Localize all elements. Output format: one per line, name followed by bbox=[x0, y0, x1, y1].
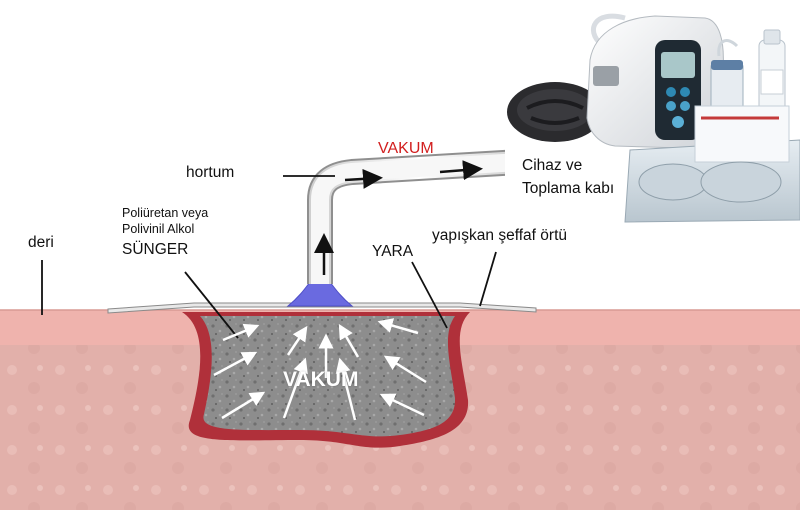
vacuum-arrow bbox=[282, 357, 308, 419]
sunger-title-label: SÜNGER bbox=[122, 241, 189, 258]
vacuum-arrow bbox=[379, 393, 425, 417]
vacuum-arrow bbox=[286, 325, 308, 356]
yapiskan-leader bbox=[479, 251, 497, 307]
vacuum-arrow bbox=[222, 323, 260, 342]
sunger-label-line1: Poliüretan veya bbox=[122, 206, 209, 220]
hortum-label: hortum bbox=[186, 164, 235, 181]
vakum-center-label: VAKUM bbox=[283, 368, 359, 391]
yara-leader bbox=[411, 261, 448, 329]
flow-arrow-right-1 bbox=[344, 168, 383, 189]
deri-label: deri bbox=[28, 234, 54, 251]
npwt-device-photo bbox=[505, 0, 800, 225]
cihaz-label-line1: Cihaz ve bbox=[522, 157, 583, 174]
vacuum-arrow bbox=[335, 357, 357, 421]
vakum-top-label: VAKUM bbox=[378, 140, 434, 157]
cihaz-label-line2: Toplama kabı bbox=[522, 180, 615, 197]
vacuum-arrows bbox=[213, 318, 427, 421]
sunger-label-line2: Polivinil Alkol bbox=[122, 222, 195, 236]
vacuum-arrow bbox=[213, 351, 258, 377]
vacuum-arrow bbox=[338, 323, 360, 358]
yara-label: YARA bbox=[372, 243, 414, 260]
flow-arrow-right-2 bbox=[439, 160, 483, 181]
vacuum-arrow bbox=[383, 355, 427, 384]
connector-pad bbox=[286, 281, 354, 307]
yapiskan-label: yapışkan şeffaf örtü bbox=[432, 227, 567, 244]
sunger-leader bbox=[184, 271, 239, 339]
vacuum-arrow bbox=[377, 318, 419, 335]
vacuum-arrow bbox=[221, 391, 266, 420]
adhesive-drape bbox=[107, 302, 537, 314]
